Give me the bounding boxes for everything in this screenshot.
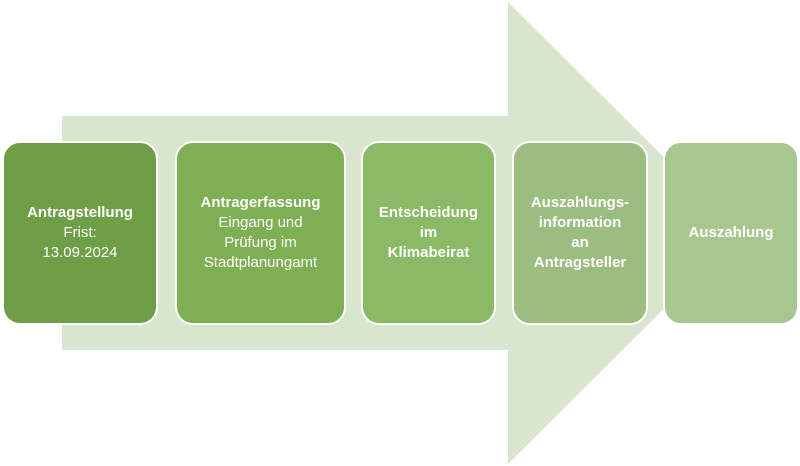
step-title: Auszahlung	[688, 224, 774, 241]
step-title: Antragerfassung	[200, 194, 321, 211]
step-title: Entscheidung im Klimabeirat	[378, 204, 479, 261]
step-body: Eingang und Prüfung im Stadtplanungamt	[203, 214, 318, 271]
step-body: Frist: 13.09.2024	[42, 224, 118, 261]
step-antragerfassung: Antragerfassung Eingang und Prüfung im S…	[175, 141, 346, 325]
step-auszahlungsinformation: Auszahlungs- information an Antragstelle…	[512, 141, 648, 325]
step-title: Antragstellung	[27, 204, 133, 221]
step-antragstellung: Antragstellung Frist: 13.09.2024	[2, 141, 158, 325]
step-auszahlung: Auszahlung	[663, 141, 799, 325]
step-title: Auszahlungs- information an Antragstelle…	[530, 194, 630, 271]
step-entscheidung: Entscheidung im Klimabeirat	[361, 141, 496, 325]
